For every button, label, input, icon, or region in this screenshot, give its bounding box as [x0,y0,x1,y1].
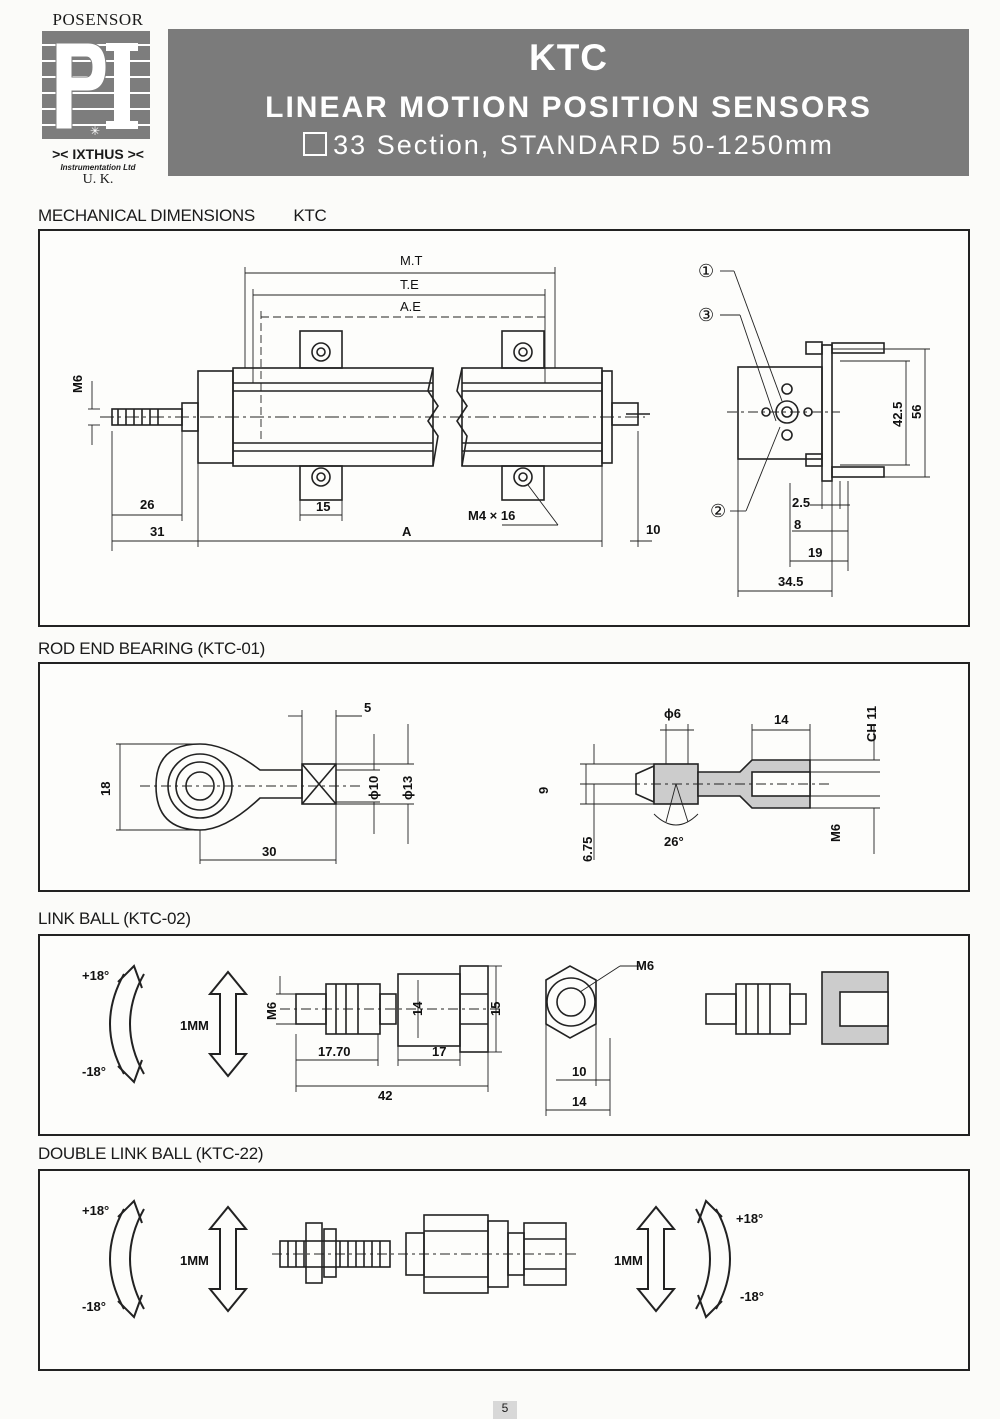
dim-m4: M4 × 16 [468,508,515,523]
mech-drawing: M.T T.E A.E M6 26 31 15 A M4 × 16 10 ① ③… [70,253,930,597]
logo-country: U. K. [82,172,114,187]
logo-company: >< IXTHUS >< [36,146,160,162]
dim-te: T.E [400,277,419,292]
link-drawing-panel: +18° -18° 1MM M6 14 15 17.70 17 42 M6 10… [38,934,970,1136]
double-1mm: 1MM [180,1253,209,1268]
link-17: 17 [432,1044,446,1059]
mech-model: KTC [293,206,327,225]
dim-rod-phi13: ϕ13 [400,776,415,800]
company-logo: POSENSOR ✳ >< IXTHUS >< Instrumentation … [36,10,160,190]
pi-logo-mark: ✳ [42,31,150,139]
callout-2: ② [710,501,726,521]
link-14: 14 [410,1001,425,1016]
dim-rod-phi10: ϕ10 [366,776,381,800]
dim-rod-6-75: 6.75 [580,837,595,862]
double-drawing-panel: +18° -18° 1MM 1MM +18° -18° [38,1169,970,1371]
dim-2-5: 2.5 [792,495,810,510]
rod-section-title: ROD END BEARING (KTC-01) [38,639,266,658]
dim-mt: M.T [400,253,422,268]
fish-right-icon: >< [127,146,144,162]
double-drawing: +18° -18° 1MM 1MM +18° -18° [82,1199,764,1319]
dim-10: 10 [646,522,660,537]
fish-left-icon: >< [52,146,69,162]
section-text: 33 Section, STANDARD 50-1250mm [333,130,834,160]
double-1mm-right: 1MM [614,1253,643,1268]
dim-ae: A.E [400,299,421,314]
section-line: 33 Section, STANDARD 50-1250mm [168,130,969,161]
dim-rod-26deg: 26° [664,834,684,849]
link-drawing: +18° -18° 1MM M6 14 15 17.70 17 42 M6 10… [82,958,889,1116]
link-1mm: 1MM [180,1018,209,1033]
dim-26: 26 [140,497,154,512]
header-banner: KTC LINEAR MOTION POSITION SENSORS 33 Se… [168,29,969,176]
product-subtitle: LINEAR MOTION POSITION SENSORS [265,91,872,124]
rod-drawing: 5 18 ϕ10 ϕ13 30 ϕ6 14 CH 11 9 6.75 26° M… [98,700,880,864]
logo-company-text: IXTHUS [72,146,124,162]
rotation-arc-icon [109,973,125,1075]
mech-drawing-panel: M.T T.E A.E M6 26 31 15 A M4 × 16 10 ① ③… [38,229,970,627]
dim-31: 31 [150,524,164,539]
dim-rod-5: 5 [364,700,371,715]
link-section-title: LINK BALL (KTC-02) [38,909,191,928]
model-title: KTC [528,37,609,78]
link-42: 42 [378,1088,392,1103]
dim-rod-14: 14 [774,712,789,727]
dim-42-5: 42.5 [890,402,905,427]
square-section-icon [303,132,328,156]
page-number: 5 [493,1401,517,1419]
dim-rod-ch11: CH 11 [864,706,879,742]
dim-8: 8 [794,517,801,532]
logo-brand: POSENSOR [52,10,144,29]
link-plus18: +18° [82,968,109,983]
double-plus18: +18° [82,1203,109,1218]
callout-1: ① [698,261,714,281]
dim-rod-phi6: ϕ6 [664,706,681,721]
linear-arrow-icon [207,970,249,1078]
link-17-70: 17.70 [318,1044,351,1059]
double-minus18: -18° [82,1299,106,1314]
rod-drawing-panel: 5 18 ϕ10 ϕ13 30 ϕ6 14 CH 11 9 6.75 26° M… [38,662,970,892]
dim-56: 56 [909,405,924,419]
callout-3: ③ [698,305,714,325]
dim-m6: M6 [70,375,85,393]
mech-section-title: MECHANICAL DIMENSIONS KTC [38,206,327,226]
dim-34-5: 34.5 [778,574,803,589]
double-section-title: DOUBLE LINK BALL (KTC-22) [38,1144,264,1163]
mech-title: MECHANICAL DIMENSIONS [38,206,255,225]
link-14b: 14 [572,1094,587,1109]
link-minus18: -18° [82,1064,106,1079]
dim-15: 15 [316,499,330,514]
link-15: 15 [488,1002,503,1016]
logo-company-sub: Instrumentation Ltd [60,163,136,172]
link-m6: M6 [264,1002,279,1020]
dim-a: A [402,524,412,539]
dim-rod-18: 18 [98,782,113,796]
double-minus18-right: -18° [740,1289,764,1304]
double-plus18-right: +18° [736,1211,763,1226]
link-10: 10 [572,1064,586,1079]
dim-rod-30: 30 [262,844,276,859]
svg-text:✳: ✳ [90,124,100,138]
dim-rod-9: 9 [536,787,551,794]
dim-rod-m6: M6 [828,824,843,842]
link-m6b: M6 [636,958,654,973]
dim-19: 19 [808,545,822,560]
